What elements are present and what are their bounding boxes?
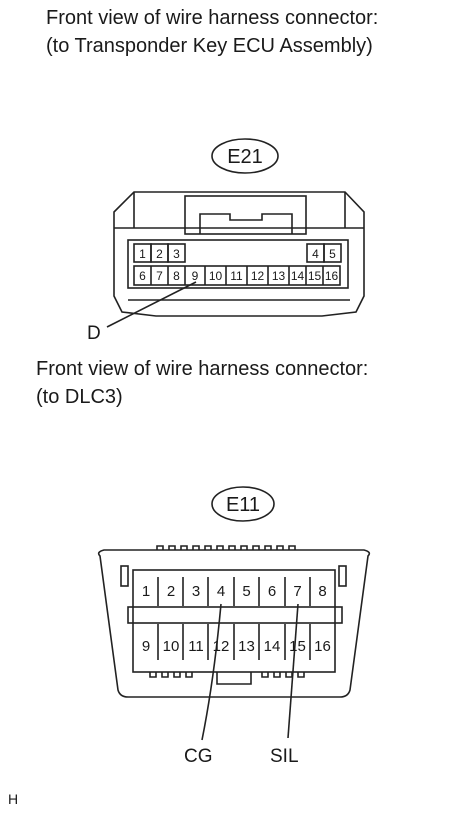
e11-tag-ellipse	[211, 486, 275, 522]
e11-pin-label: 8	[318, 583, 326, 600]
e11-housing	[97, 549, 371, 698]
e21-pointer-label-d: D	[87, 323, 101, 344]
e21-housing	[113, 191, 365, 317]
e21-pin-label: 11	[230, 269, 243, 283]
e21-pin-label: 6	[139, 269, 146, 283]
e11-pin-label: 14	[264, 638, 281, 655]
e21-pointer-line	[106, 281, 197, 328]
e21-pin-label: 10	[209, 269, 223, 283]
e21-tag-ellipse	[211, 138, 279, 174]
e11-sil-pointer	[287, 603, 299, 739]
e21-pin-label: 7	[156, 269, 163, 283]
e11-pin-label: 4	[217, 583, 225, 600]
connector2-caption-line1: Front view of wire harness connector:	[36, 358, 369, 380]
e11-pin-label: 6	[268, 583, 276, 600]
e11-tag-label: E11	[226, 494, 260, 516]
e21-pin-label: 5	[329, 247, 336, 261]
connector-e21	[106, 138, 365, 328]
e21-cavity-area	[127, 239, 349, 289]
e11-pin-frame	[132, 569, 336, 673]
e11-pin-label: 16	[314, 638, 331, 655]
e11-cg-pointer	[201, 603, 222, 741]
e21-pin-label: 15	[308, 269, 322, 283]
e11-pin-label: 3	[192, 583, 200, 600]
e21-pin-label: 3	[173, 247, 180, 261]
e21-pin-label: 4	[312, 247, 319, 261]
e21-pin-label: 12	[251, 269, 265, 283]
e21-pin-label: 13	[272, 269, 286, 283]
e11-pin-label: 1	[142, 583, 150, 600]
footer-code: H	[8, 791, 19, 807]
e21-pin-label: 1	[139, 247, 146, 261]
e11-pin-label: 2	[167, 583, 175, 600]
e11-pin-label: 12	[213, 638, 230, 655]
e21-pin-label: 8	[173, 269, 180, 283]
e11-pin-label: 11	[188, 638, 204, 655]
connector1-caption-line2: (to Transponder Key ECU Assembly)	[46, 35, 373, 57]
e11-pin-label: 9	[142, 638, 150, 655]
e11-pin-label: 15	[289, 638, 306, 655]
e21-pin-label: 9	[192, 269, 199, 283]
e11-key-notch	[216, 672, 252, 685]
connector1-caption-line1: Front view of wire harness connector:	[46, 7, 379, 29]
e21-pin-label: 14	[291, 269, 305, 283]
e11-pointer-label-cg: CG	[184, 746, 213, 767]
e11-pin-label: 5	[242, 583, 250, 600]
e11-pointer-label-sil: SIL	[270, 746, 299, 767]
e21-lock-frame	[184, 195, 307, 235]
connector-e11	[97, 486, 371, 741]
e21-tag-label: E21	[227, 146, 263, 168]
e11-pin-label: 7	[293, 583, 301, 600]
e21-pin-label: 2	[156, 247, 163, 261]
e11-pin-label: 13	[238, 638, 255, 655]
e21-pin-label: 16	[325, 269, 339, 283]
connector2-caption-line2: (to DLC3)	[36, 386, 123, 408]
e11-pin-label: 10	[163, 638, 180, 655]
